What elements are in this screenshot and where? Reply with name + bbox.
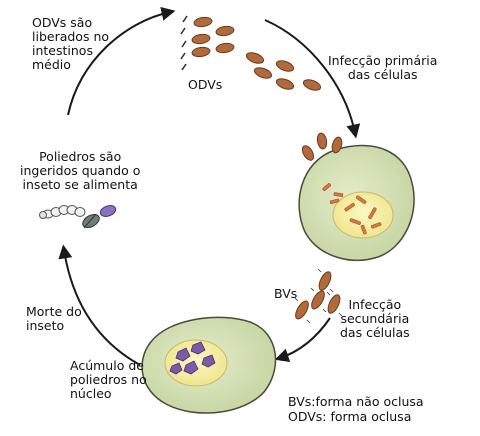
label-polyhedra-ingested: Poliedros são ingeridos quando o inseto … xyxy=(20,149,141,192)
primary-infected-cell xyxy=(298,132,415,261)
caterpillar-icon xyxy=(39,205,86,219)
legend-bvs: BVs:forma não oclusa xyxy=(288,394,424,409)
label-primary-infection: Infecção primária das células xyxy=(328,53,438,82)
arrow-death-to-ingestion xyxy=(58,244,141,366)
bv-virions xyxy=(295,271,341,320)
label-bvs: BVs xyxy=(274,286,298,301)
arrow-bvs-to-late-cell xyxy=(274,317,331,362)
arrow-odvs-to-primary xyxy=(264,19,361,139)
label-odvs: ODVs xyxy=(188,77,223,92)
label-odvs-released: ODVs são liberados no intestinos médio xyxy=(32,15,110,72)
polyhedron-icon xyxy=(82,205,117,229)
legend-odvs: ODVs: forma oclusa xyxy=(288,409,412,424)
label-insect-death: Morte do inseto xyxy=(26,304,82,333)
odv-bracket xyxy=(180,15,188,71)
polyhedra-cell xyxy=(141,316,277,414)
odv-virions xyxy=(191,16,235,58)
bv-spikes xyxy=(294,268,343,324)
free-virions xyxy=(245,52,322,91)
label-secondary-infection: Infecção secundária das células xyxy=(340,297,410,340)
arrow-ingestion-to-release xyxy=(67,6,176,116)
label-polyhedra-accumulation: Acúmulo de poliedros no núcleo xyxy=(70,358,147,401)
